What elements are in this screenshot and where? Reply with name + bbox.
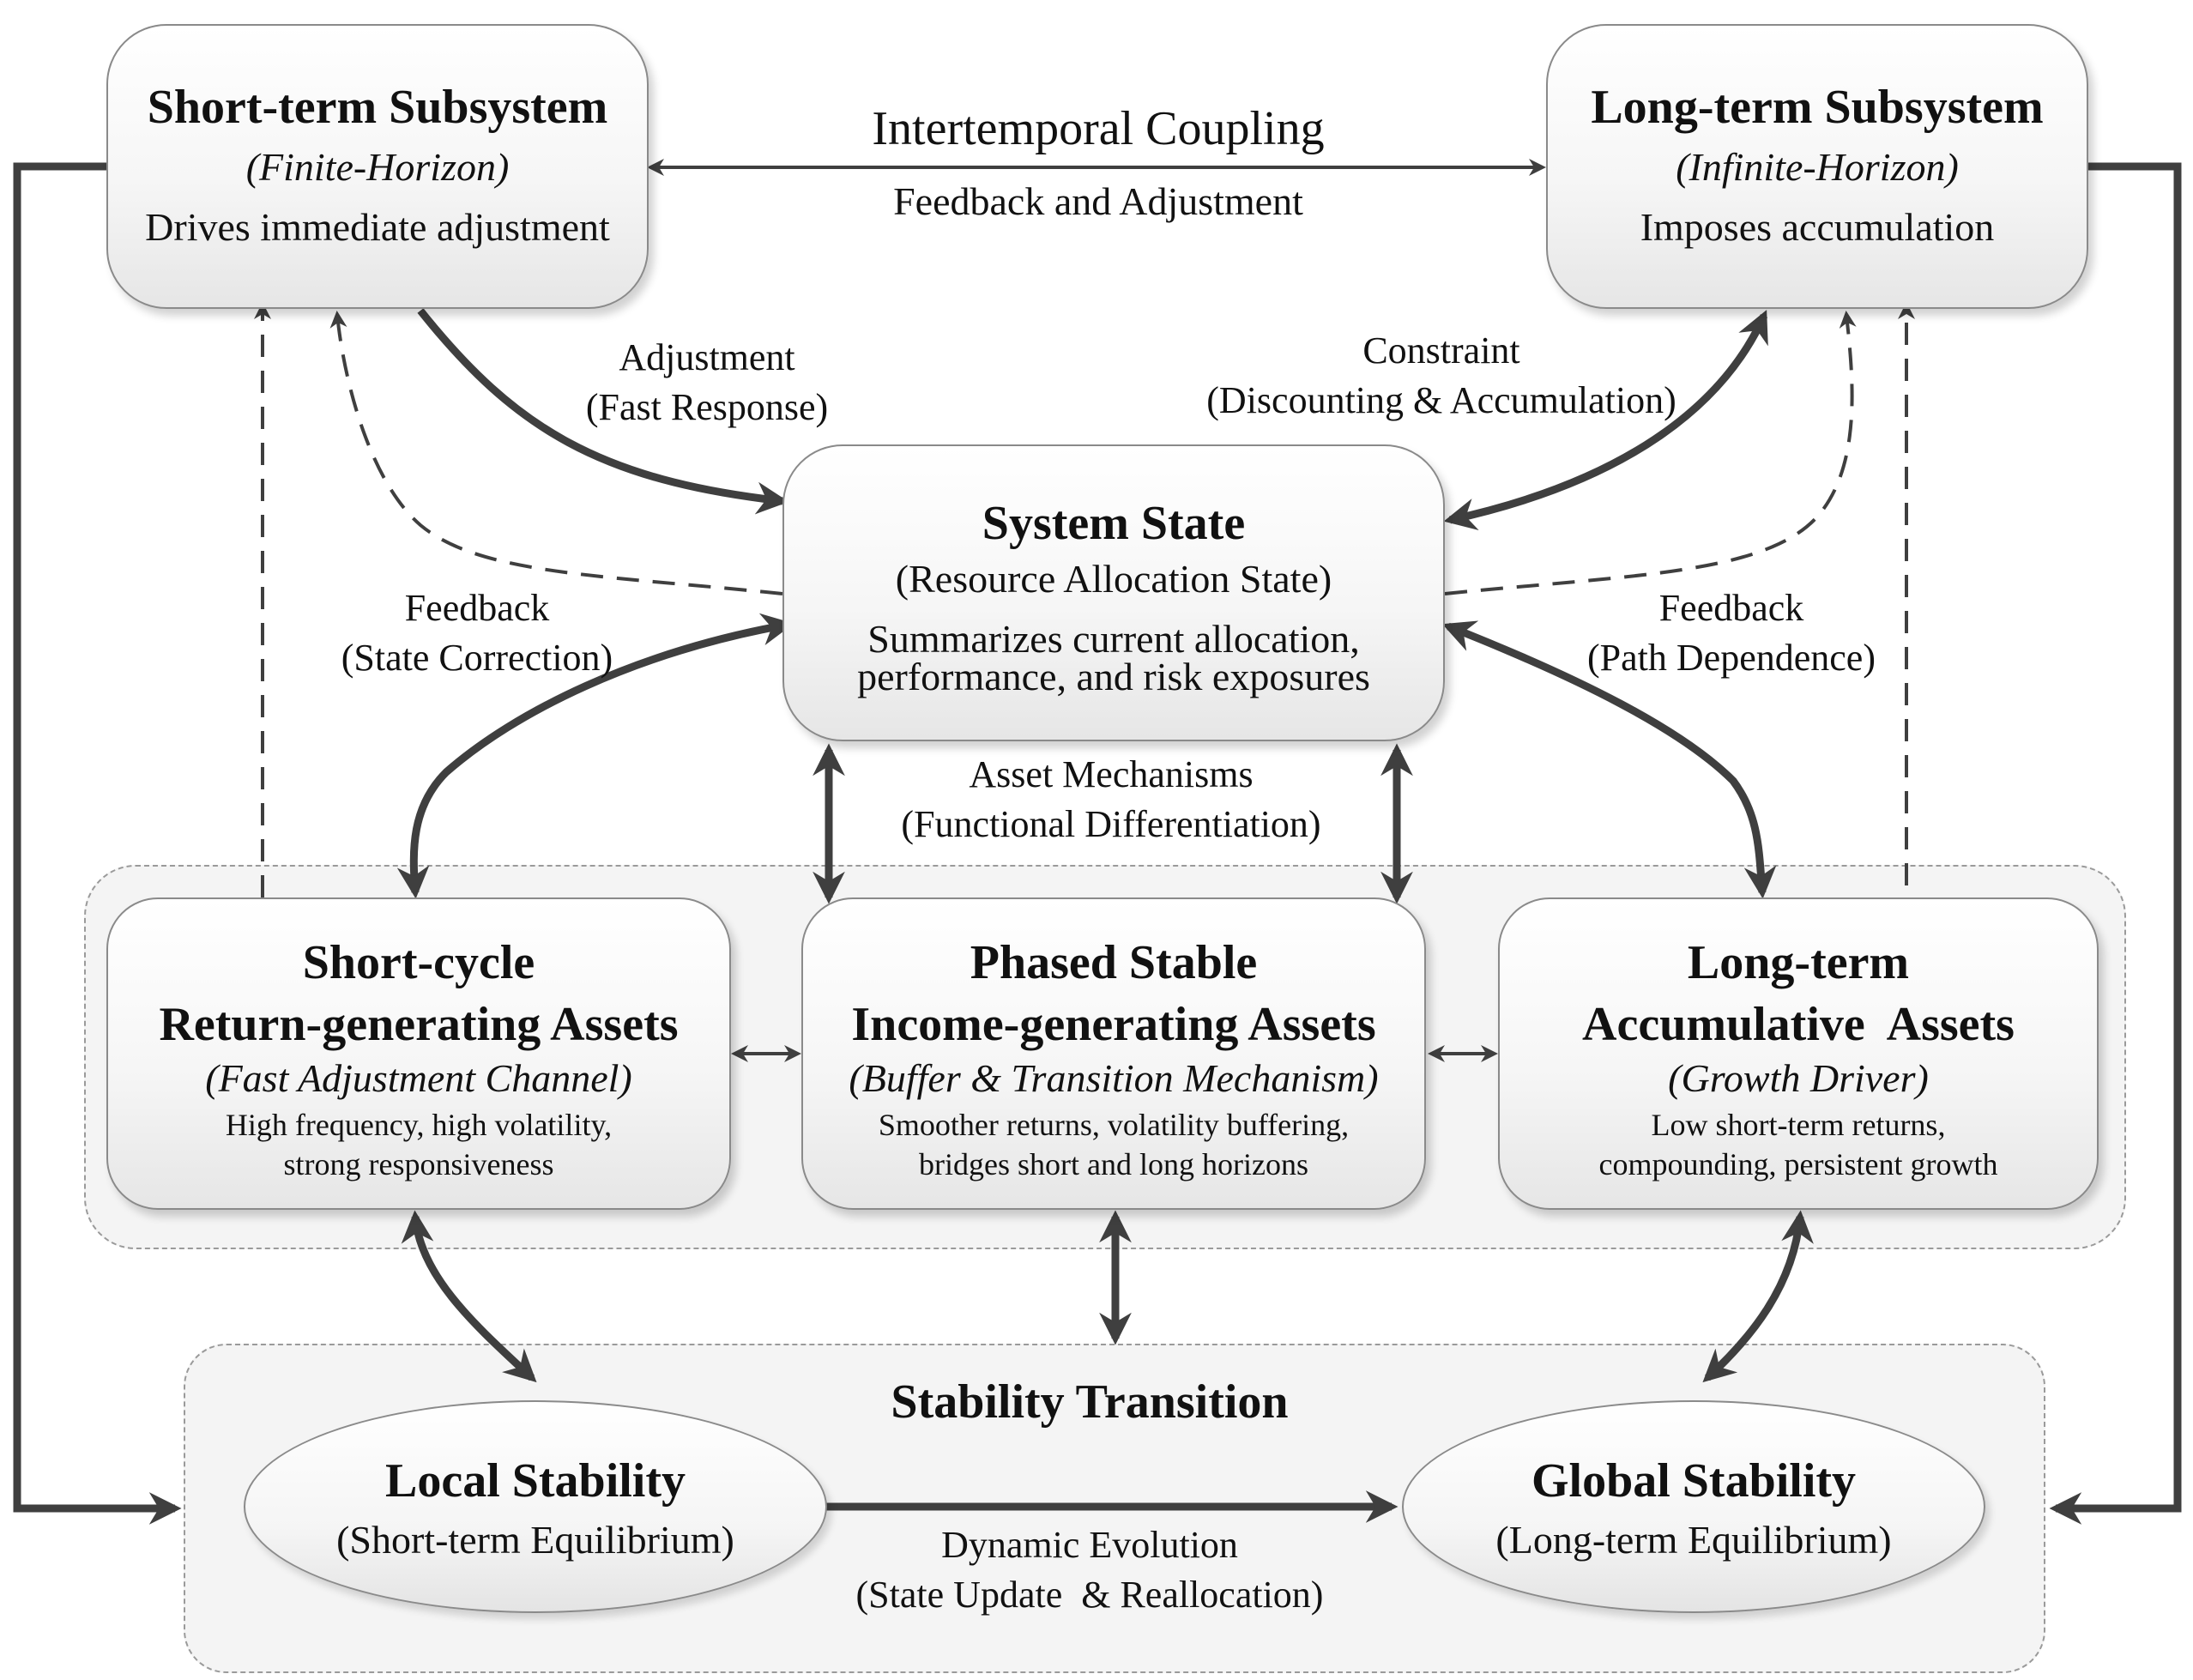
dynamic-evolution-label-line2: (State Update & Reallocation) [855,1574,1324,1616]
coupling-subtitle: Feedback and Adjustment [893,179,1303,223]
feedback-right-label-line2: (Path Dependence) [1587,637,1876,679]
system-state-description-line1: Summarizes current allocation, [867,617,1360,661]
short-term-subsystem-description: Drives immediate adjustment [145,205,610,249]
long-term-subsystem-subtitle: (Infinite-Horizon) [1676,145,1959,189]
short-term-subsystem-title: Short-term Subsystem [147,81,608,134]
local-stability-title: Local Stability [384,1454,686,1508]
short-cycle-assets-description-line2: strong responsiveness [283,1147,554,1181]
outer-loop-right [2049,162,2182,1525]
stability-transition-title: Stability Transition [891,1375,1289,1429]
global-stability-ellipse: Global Stability (Long-term Equilibrium) [1402,1400,1985,1613]
adjustment-label-line1: Adjustment [619,336,795,378]
asset-mechanisms-label-line1: Asset Mechanisms [969,753,1254,795]
long-term-assets-title-line1: Long-term [1687,936,1910,989]
short-cycle-assets-subtitle: (Fast Adjustment Channel) [205,1056,632,1100]
feedback-left-label-line2: (State Correction) [341,637,613,679]
phased-stable-assets-description-line2: bridges short and long horizons [919,1147,1308,1181]
constraint-label-line1: Constraint [1362,329,1520,372]
global-stability-title: Global Stability [1531,1454,1857,1508]
feedback-left-arrow [396,613,794,899]
short-cycle-assets-box: Short-cycle Return-generating Assets (Fa… [106,897,731,1210]
long-term-assets-box: Long-term Accumulative Assets (Growth Dr… [1498,897,2099,1210]
long-term-assets-description-line2: compounding, persistent growth [1598,1147,1998,1181]
phased-stable-assets-title-line2: Income-generating Assets [851,998,1376,1051]
feedback-left-dashed [329,311,783,595]
feedback-right-dashed [1444,311,1857,595]
adjustment-label-line2: (Fast Response) [585,386,829,428]
phased-stable-assets-description-line1: Smoother returns, volatility buffering, [878,1108,1350,1142]
asset-mechanisms-label-line2: (Functional Differentiation) [901,803,1321,845]
coupling-title: Intertemporal Coupling [872,102,1325,155]
constraint-arrow [1443,310,1768,530]
short-term-subsystem-subtitle: (Finite-Horizon) [245,145,510,189]
phased-stable-assets-subtitle: (Buffer & Transition Mechanism) [849,1056,1379,1100]
feedback-right-label-line1: Feedback [1658,587,1804,629]
system-state-box: System State (Resource Allocation State)… [782,444,1445,741]
short-term-subsystem-box: Short-term Subsystem (Finite-Horizon) Dr… [106,24,649,309]
long-term-subsystem-description: Imposes accumulation [1640,205,1995,249]
long-term-subsystem-box: Long-term Subsystem (Infinite-Horizon) I… [1546,24,2088,309]
short-cycle-assets-description-line1: High frequency, high volatility, [225,1108,613,1142]
local-stability-ellipse: Local Stability (Short-term Equilibrium) [244,1400,827,1613]
adjustment-arrow [417,308,789,515]
local-stability-subtitle: (Short-term Equilibrium) [336,1518,734,1562]
outer-loop-left [13,162,182,1525]
phased-stable-assets-box: Phased Stable Income-generating Assets (… [801,897,1426,1210]
short-cycle-to-local-arrow [401,1210,537,1383]
feedback-left-label-line1: Feedback [404,587,550,629]
global-stability-subtitle: (Long-term Equilibrium) [1495,1518,1892,1562]
long-term-to-global-arrow [1702,1210,1814,1383]
short-cycle-assets-title-line1: Short-cycle [302,936,535,989]
long-term-subsystem-title: Long-term Subsystem [1591,81,2044,134]
phased-stable-assets-title-line1: Phased Stable [970,936,1258,989]
long-term-assets-subtitle: (Growth Driver) [1668,1056,1929,1100]
constraint-label-line2: (Discounting & Accumulation) [1206,379,1676,421]
system-state-title: System State [982,497,1246,550]
long-term-assets-description-line1: Low short-term returns, [1651,1108,1946,1142]
short-cycle-assets-title-line2: Return-generating Assets [159,998,679,1051]
system-state-subtitle: (Resource Allocation State) [895,557,1332,601]
system-state-description-line2: performance, and risk exposures [857,655,1370,698]
long-term-assets-title-line2: Accumulative Assets [1582,998,2015,1051]
feedback-right-arrow [1441,620,1777,899]
dynamic-evolution-label-line1: Dynamic Evolution [941,1524,1238,1566]
